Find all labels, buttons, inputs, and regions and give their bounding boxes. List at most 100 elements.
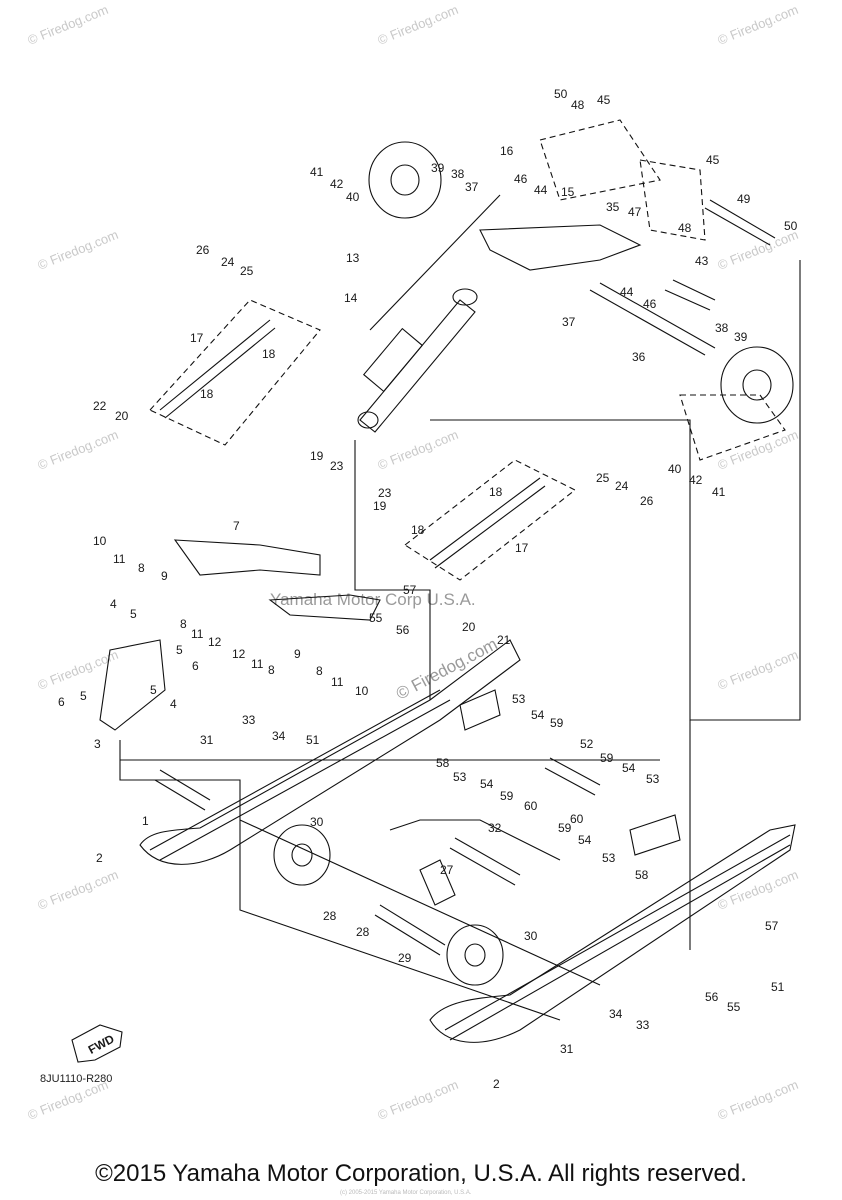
part-label: 8 <box>268 663 275 677</box>
watermark-text: © Firedog.com <box>26 2 111 48</box>
part-label: 41 <box>712 485 726 499</box>
fwd-label: FWD <box>86 1032 117 1057</box>
part-label: 44 <box>620 285 634 299</box>
part-label: 7 <box>233 519 240 533</box>
part-label: 43 <box>695 254 709 268</box>
part-label: 12 <box>232 647 246 661</box>
watermark-text: © Firedog.com <box>36 227 121 273</box>
part-label: 54 <box>622 761 636 775</box>
part-label: 60 <box>524 799 538 813</box>
part-label: 9 <box>161 569 168 583</box>
part-label: 11 <box>113 552 126 566</box>
part-label: 8 <box>180 617 187 631</box>
part-label: 37 <box>562 315 576 329</box>
watermark-site: © Firedog.com <box>393 634 501 703</box>
copyright-notice: ©2015 Yamaha Motor Corporation, U.S.A. A… <box>95 1160 747 1187</box>
part-label: 33 <box>242 713 256 727</box>
part-label: 59 <box>500 789 514 803</box>
part-label: 27 <box>440 863 454 877</box>
part-label: 5 <box>150 683 157 697</box>
part-label: 31 <box>560 1042 574 1056</box>
watermark-company: Yamaha Motor Corp U.S.A. <box>270 590 476 609</box>
part-label: 21 <box>497 633 511 647</box>
part-label: 35 <box>606 200 620 214</box>
part-label: 42 <box>689 473 703 487</box>
part-label: 48 <box>571 98 585 112</box>
part-label: 39 <box>431 161 445 175</box>
part-label: 50 <box>554 87 568 101</box>
part-label: 11 <box>191 627 204 641</box>
part-label: 11 <box>251 657 264 671</box>
part-label: 55 <box>727 1000 741 1014</box>
part-label: 24 <box>221 255 235 269</box>
part-label: 31 <box>200 733 214 747</box>
watermark-text: © Firedog.com <box>716 2 801 48</box>
part-label: 55 <box>369 611 383 625</box>
part-label: 6 <box>58 695 65 709</box>
part-label: 19 <box>373 499 387 513</box>
part-label: 53 <box>453 770 467 784</box>
part-label: 51 <box>771 980 785 994</box>
part-label: 49 <box>737 192 751 206</box>
part-label: 51 <box>306 733 320 747</box>
small-copyright: (c) 2005-2015 Yamaha Motor Corporation, … <box>340 1190 472 1196</box>
part-label: 24 <box>615 479 629 493</box>
part-label: 30 <box>524 929 538 943</box>
part-label: 3 <box>94 737 101 751</box>
part-label: 2 <box>493 1077 500 1091</box>
part-label: 25 <box>240 264 254 278</box>
part-label: 5 <box>130 607 137 621</box>
part-label: 8 <box>316 664 323 678</box>
part-label: 16 <box>500 144 514 158</box>
part-label: 18 <box>489 485 503 499</box>
part-label: 50 <box>784 219 798 233</box>
part-label: 11 <box>331 675 344 689</box>
part-label: 5 <box>80 689 87 703</box>
part-label: 20 <box>115 409 129 423</box>
part-label: 20 <box>462 620 476 634</box>
part-label: 44 <box>534 183 548 197</box>
diagram-code: 8JU1110-R280 <box>40 1073 113 1085</box>
part-label: 59 <box>550 716 564 730</box>
part-label: 28 <box>356 925 370 939</box>
part-label: 12 <box>208 635 222 649</box>
part-label: 9 <box>294 647 301 661</box>
part-label: 48 <box>678 221 692 235</box>
part-label: 38 <box>451 167 465 181</box>
part-label: 17 <box>515 541 529 555</box>
part-label: 40 <box>668 462 682 476</box>
watermark-text: © Firedog.com <box>716 227 801 273</box>
watermark-text: © Firedog.com <box>716 867 801 913</box>
part-label: 10 <box>93 534 107 548</box>
part-label: 39 <box>734 330 748 344</box>
part-label: 26 <box>196 243 210 257</box>
part-label: 28 <box>323 909 337 923</box>
watermark-text: © Firedog.com <box>376 1077 461 1123</box>
part-label: 18 <box>262 347 276 361</box>
part-label: 32 <box>488 821 502 835</box>
part-label: 34 <box>272 729 286 743</box>
watermark-text: © Firedog.com <box>36 427 121 473</box>
part-label: 54 <box>578 833 592 847</box>
watermark-text: © Firedog.com <box>376 427 461 473</box>
part-label: 36 <box>632 350 646 364</box>
part-label: 58 <box>635 868 649 882</box>
part-label: 60 <box>570 812 584 826</box>
part-label: 10 <box>355 684 369 698</box>
watermark-text: © Firedog.com <box>716 647 801 693</box>
part-label: 30 <box>310 815 324 829</box>
part-label: 8 <box>138 561 145 575</box>
part-label: 23 <box>378 486 392 500</box>
part-label: 15 <box>561 185 575 199</box>
part-label: 57 <box>403 583 417 597</box>
part-label: 47 <box>628 205 642 219</box>
part-label: 41 <box>310 165 324 179</box>
part-label: 46 <box>514 172 528 186</box>
part-label: 17 <box>190 331 204 345</box>
part-label: 19 <box>310 449 324 463</box>
part-label: 1 <box>142 814 149 828</box>
part-label: 34 <box>609 1007 623 1021</box>
part-label: 37 <box>465 180 479 194</box>
part-label: 53 <box>602 851 616 865</box>
